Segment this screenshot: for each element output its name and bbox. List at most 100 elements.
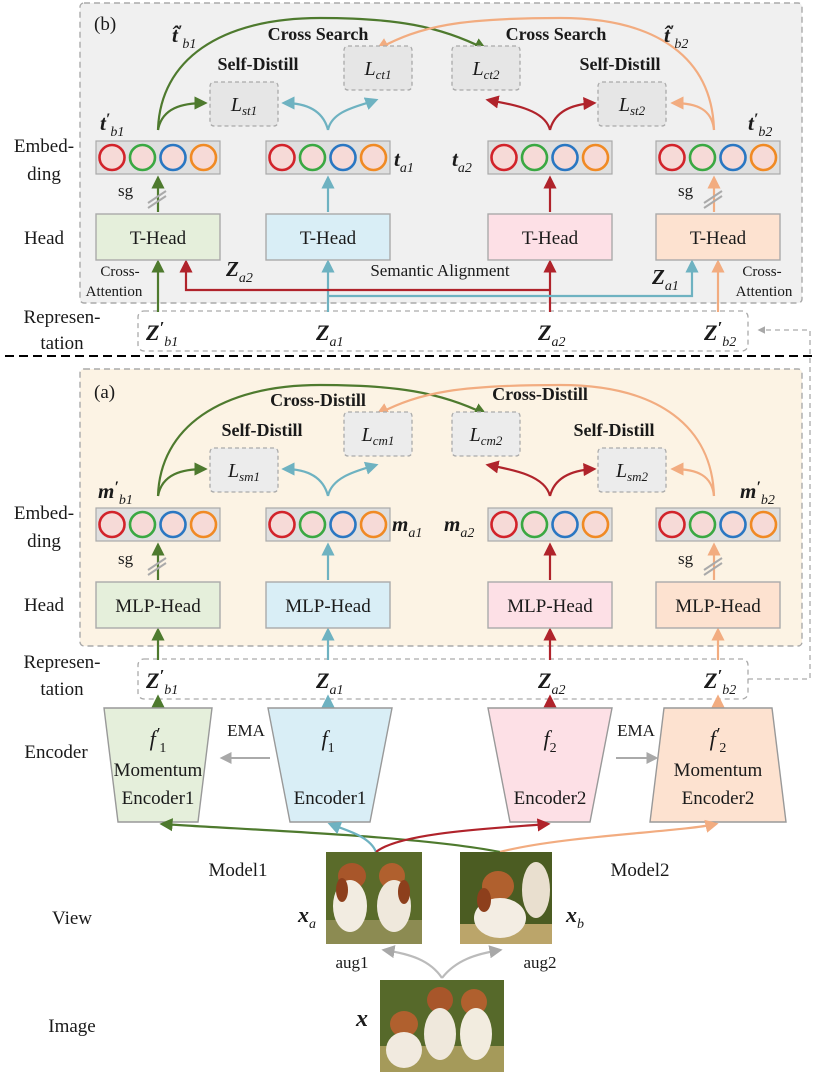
t-head-2-label: T-Head bbox=[300, 228, 357, 249]
view-xa: xa bbox=[297, 902, 316, 932]
aug1-arrow bbox=[381, 945, 443, 979]
panel-a-green-cross-arc bbox=[156, 383, 488, 497]
panel-a-background bbox=[79, 368, 803, 647]
loss-ct1: Lct1 bbox=[363, 58, 391, 82]
emb-m-a1: ma1 bbox=[392, 512, 422, 541]
t-head-3-label: T-Head bbox=[522, 228, 579, 249]
view-image-b bbox=[460, 852, 552, 944]
loss-st1-box bbox=[209, 81, 279, 127]
embedding-circle-b1-2 bbox=[128, 143, 157, 172]
panel-b-label: (b) bbox=[94, 14, 116, 35]
panel-b-sg-right: sg bbox=[678, 181, 694, 200]
t-head-2 bbox=[265, 213, 391, 261]
row-label-repr-a-2: tation bbox=[40, 679, 84, 700]
row-label-head-a: Head bbox=[24, 595, 65, 616]
mlp-head-3 bbox=[487, 581, 613, 629]
loss-cm2-box bbox=[451, 411, 521, 457]
panel-b-cross-attn-left-1: Cross- bbox=[100, 264, 139, 280]
row-label-image: Image bbox=[48, 1016, 95, 1037]
panel-b-red-self-arc bbox=[548, 96, 597, 131]
repr-a-z-b1: Z′b1 bbox=[145, 666, 178, 698]
embedding-circle-b2-3 bbox=[329, 143, 357, 172]
emb-m-a2: ma2 bbox=[444, 512, 474, 541]
panel-b-semantic-alignment: Semantic Alignment bbox=[370, 261, 510, 280]
panel-b-sg-mark2b bbox=[703, 195, 723, 209]
embedding-circle-b4-1 bbox=[658, 143, 686, 172]
panel-b-sg-mark1b bbox=[147, 195, 167, 209]
row-label-repr-b-2: tation bbox=[40, 333, 84, 354]
panel-a-sg-mark1a bbox=[147, 557, 167, 571]
row-label-head-b: Head bbox=[24, 228, 65, 249]
embedding-circle-a2-1 bbox=[268, 510, 296, 539]
representation-box-a bbox=[137, 658, 749, 700]
panel-b-background bbox=[79, 2, 803, 304]
ema-label-left: EMA bbox=[227, 721, 266, 740]
repr-b-z-a2: Za2 bbox=[537, 320, 565, 350]
encoder-1 bbox=[267, 707, 393, 823]
panel-b-red-cross-arc bbox=[485, 95, 552, 131]
image-x: x bbox=[355, 1006, 368, 1032]
embedding-circle-a1-4 bbox=[189, 510, 218, 539]
embedding-circle-a1-1 bbox=[98, 510, 126, 539]
representation-labels: Z′b1 Za1 Za2 Z′b2 Z′b1 Za1 Za2 Z′b2 bbox=[145, 318, 736, 698]
embedding-circle-b1-3 bbox=[159, 143, 187, 172]
panel-a: sg sg MLP-Head MLP-Head MLP-Head MLP-Hea… bbox=[95, 383, 781, 660]
loss-sm2: Lsm2 bbox=[615, 460, 649, 484]
row-label-repr-a-1: Represen- bbox=[23, 652, 100, 673]
panel-a-red-self-arc bbox=[548, 462, 597, 497]
mlp-head-2 bbox=[265, 581, 391, 629]
model2-label: Model2 bbox=[610, 860, 669, 881]
aug2-arrow bbox=[441, 945, 503, 979]
panel-b-green-self-arc bbox=[156, 96, 208, 131]
panel-b-sg-left: sg bbox=[118, 181, 134, 200]
panel-a-sg-mark1b bbox=[147, 562, 167, 576]
panel-b-cross-attn-right-2: Attention bbox=[736, 284, 793, 300]
t-head-4 bbox=[655, 213, 781, 261]
loss-sm1-box bbox=[209, 447, 279, 493]
panel-a-sg-mark2b bbox=[703, 562, 723, 576]
embedding-circle-b2-2 bbox=[298, 143, 327, 172]
embedding-circle-a2-3 bbox=[329, 510, 357, 539]
embedding-circle-b3-2 bbox=[520, 143, 549, 172]
mlp-head-1 bbox=[95, 581, 221, 629]
model1-label: Model1 bbox=[208, 860, 267, 881]
momentum-encoder-1 bbox=[103, 707, 213, 823]
panel-b-green-cross-arc bbox=[156, 16, 488, 131]
representation-link bbox=[748, 326, 811, 680]
enc4-line2: Encoder2 bbox=[682, 788, 755, 809]
panel-a-sg-right: sg bbox=[678, 549, 694, 568]
enc4-f: f′2 bbox=[710, 724, 727, 756]
embedding-circle-b2-1 bbox=[268, 143, 296, 172]
loss-ct2-box bbox=[451, 45, 521, 91]
panel-a-sg-mark2a bbox=[703, 557, 723, 571]
embedding-circle-a4-2 bbox=[688, 510, 717, 539]
enc2-f: f1 bbox=[321, 726, 334, 756]
repr-b-z-a1: Za1 bbox=[315, 320, 343, 350]
embedding-circles bbox=[98, 143, 778, 539]
panel-b-sg-mark1a bbox=[147, 190, 167, 204]
embedding-circle-b1-1 bbox=[98, 143, 126, 172]
embedding-circle-a4-1 bbox=[658, 510, 686, 539]
enc2-line1: Encoder1 bbox=[294, 788, 367, 809]
panel-a-orange-cross-arc bbox=[375, 383, 716, 497]
embedding-circle-a1-2 bbox=[128, 510, 157, 539]
t-head-3 bbox=[487, 213, 613, 261]
embedding-circle-a2-4 bbox=[359, 510, 388, 539]
aug2-label: aug2 bbox=[523, 953, 556, 972]
row-label-embedding-a-1: Embed- bbox=[14, 503, 74, 524]
panel-b-cross-search-right: Cross Search bbox=[506, 24, 607, 44]
panel-b-self-distill-left: Self-Distill bbox=[218, 54, 299, 74]
panel-a-sg-left: sg bbox=[118, 549, 134, 568]
panel-b-self-distill-right: Self-Distill bbox=[580, 54, 661, 74]
panel-a-blue-cross-arc bbox=[326, 461, 379, 497]
panel-b: sg sg T-Head T-Head T-Head T-Head Lst1 L… bbox=[86, 16, 793, 312]
panel-b-blue-cross-arc bbox=[326, 97, 379, 131]
loss-cm2: Lcm2 bbox=[469, 424, 503, 448]
panel-a-red-cross-arc bbox=[485, 460, 552, 497]
mlp-head-4-label: MLP-Head bbox=[675, 596, 761, 617]
loss-sm2-box bbox=[597, 447, 667, 493]
panel-a-orange-self-arc bbox=[670, 462, 716, 497]
embedding-circle-b1-4 bbox=[189, 143, 218, 172]
arrow-xa-enc2 bbox=[327, 821, 378, 853]
